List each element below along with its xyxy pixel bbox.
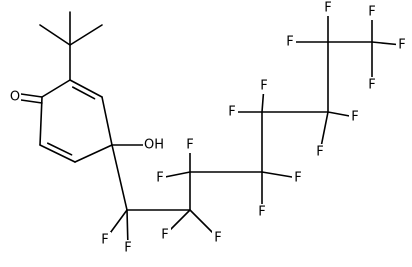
fluorine-label-12-bg xyxy=(314,144,326,160)
fluorine-label-14: F xyxy=(324,1,331,16)
fluorine-label-11: F xyxy=(351,110,358,125)
fluorine-label-5: F xyxy=(156,171,163,186)
ring-bond-c5-c6 xyxy=(39,144,76,163)
fluorine-label-1: F xyxy=(101,233,108,248)
fluorine-label-8-bg xyxy=(256,204,268,220)
ring-bond-c4-c5 xyxy=(74,144,113,163)
fluorine-label-15-bg xyxy=(396,37,408,53)
chain-bond-1 xyxy=(111,144,128,211)
fluorine-label-2-bg xyxy=(122,240,134,256)
fluorine-label-1-bg xyxy=(99,232,111,248)
carbonyl-oxygen-label-bg xyxy=(9,89,21,105)
fluorine-label-3-bg xyxy=(159,227,171,243)
carbonyl-bond-b xyxy=(20,99,43,104)
fluorine-label-17-bg xyxy=(366,77,378,93)
fluorine-label-3: F xyxy=(161,228,168,243)
fluorine-label-2: F xyxy=(124,241,131,256)
carbonyl-bond-a xyxy=(20,93,43,98)
fluorine-label-16-bg xyxy=(366,4,378,20)
fluorine-label-13-bg xyxy=(284,34,296,50)
fluorine-label-12: F xyxy=(316,145,323,160)
ring-double-bond-c5-c6 xyxy=(46,142,73,156)
hydroxyl-label: OH xyxy=(144,138,164,153)
fluorine-label-15: F xyxy=(398,38,405,53)
carbonyl-oxygen-label: O xyxy=(10,90,20,105)
fluorine-label-13: F xyxy=(286,35,293,50)
fluorine-label-5-bg xyxy=(154,170,166,186)
fluorine-label-6: F xyxy=(186,138,193,153)
ring-bond-c1-c2 xyxy=(41,79,71,98)
fluorine-label-14-bg xyxy=(322,0,334,16)
fluorine-label-7: F xyxy=(294,171,301,186)
ring-bond-c2-c3 xyxy=(69,79,103,98)
fluorine-label-6-bg xyxy=(184,137,196,153)
fluorine-label-10-bg xyxy=(258,78,270,94)
fluorine-label-9-bg xyxy=(226,104,238,120)
ring-bond-c6-c1 xyxy=(39,96,43,146)
ring-bond-c3-c4 xyxy=(101,96,113,146)
fluorine-label-7-bg xyxy=(292,170,304,186)
fluorine-label-16: F xyxy=(368,5,375,20)
fluorine-label-8: F xyxy=(258,205,265,220)
fluorine-label-10: F xyxy=(260,79,267,94)
fluorine-label-9: F xyxy=(228,105,235,120)
bond-layer xyxy=(20,7,403,249)
hydroxyl-label-bg xyxy=(143,137,163,153)
tbutyl-methyl-bond-2 xyxy=(69,24,103,46)
fluorine-label-11-bg xyxy=(349,109,361,125)
ring-double-bond-c2-c3 xyxy=(71,86,96,100)
tbutyl-methyl-bond-1 xyxy=(39,24,71,46)
fluorine-label-4: F xyxy=(214,231,221,246)
fluorine-label-17: F xyxy=(368,78,375,93)
fluorine-label-4-bg xyxy=(212,230,224,246)
